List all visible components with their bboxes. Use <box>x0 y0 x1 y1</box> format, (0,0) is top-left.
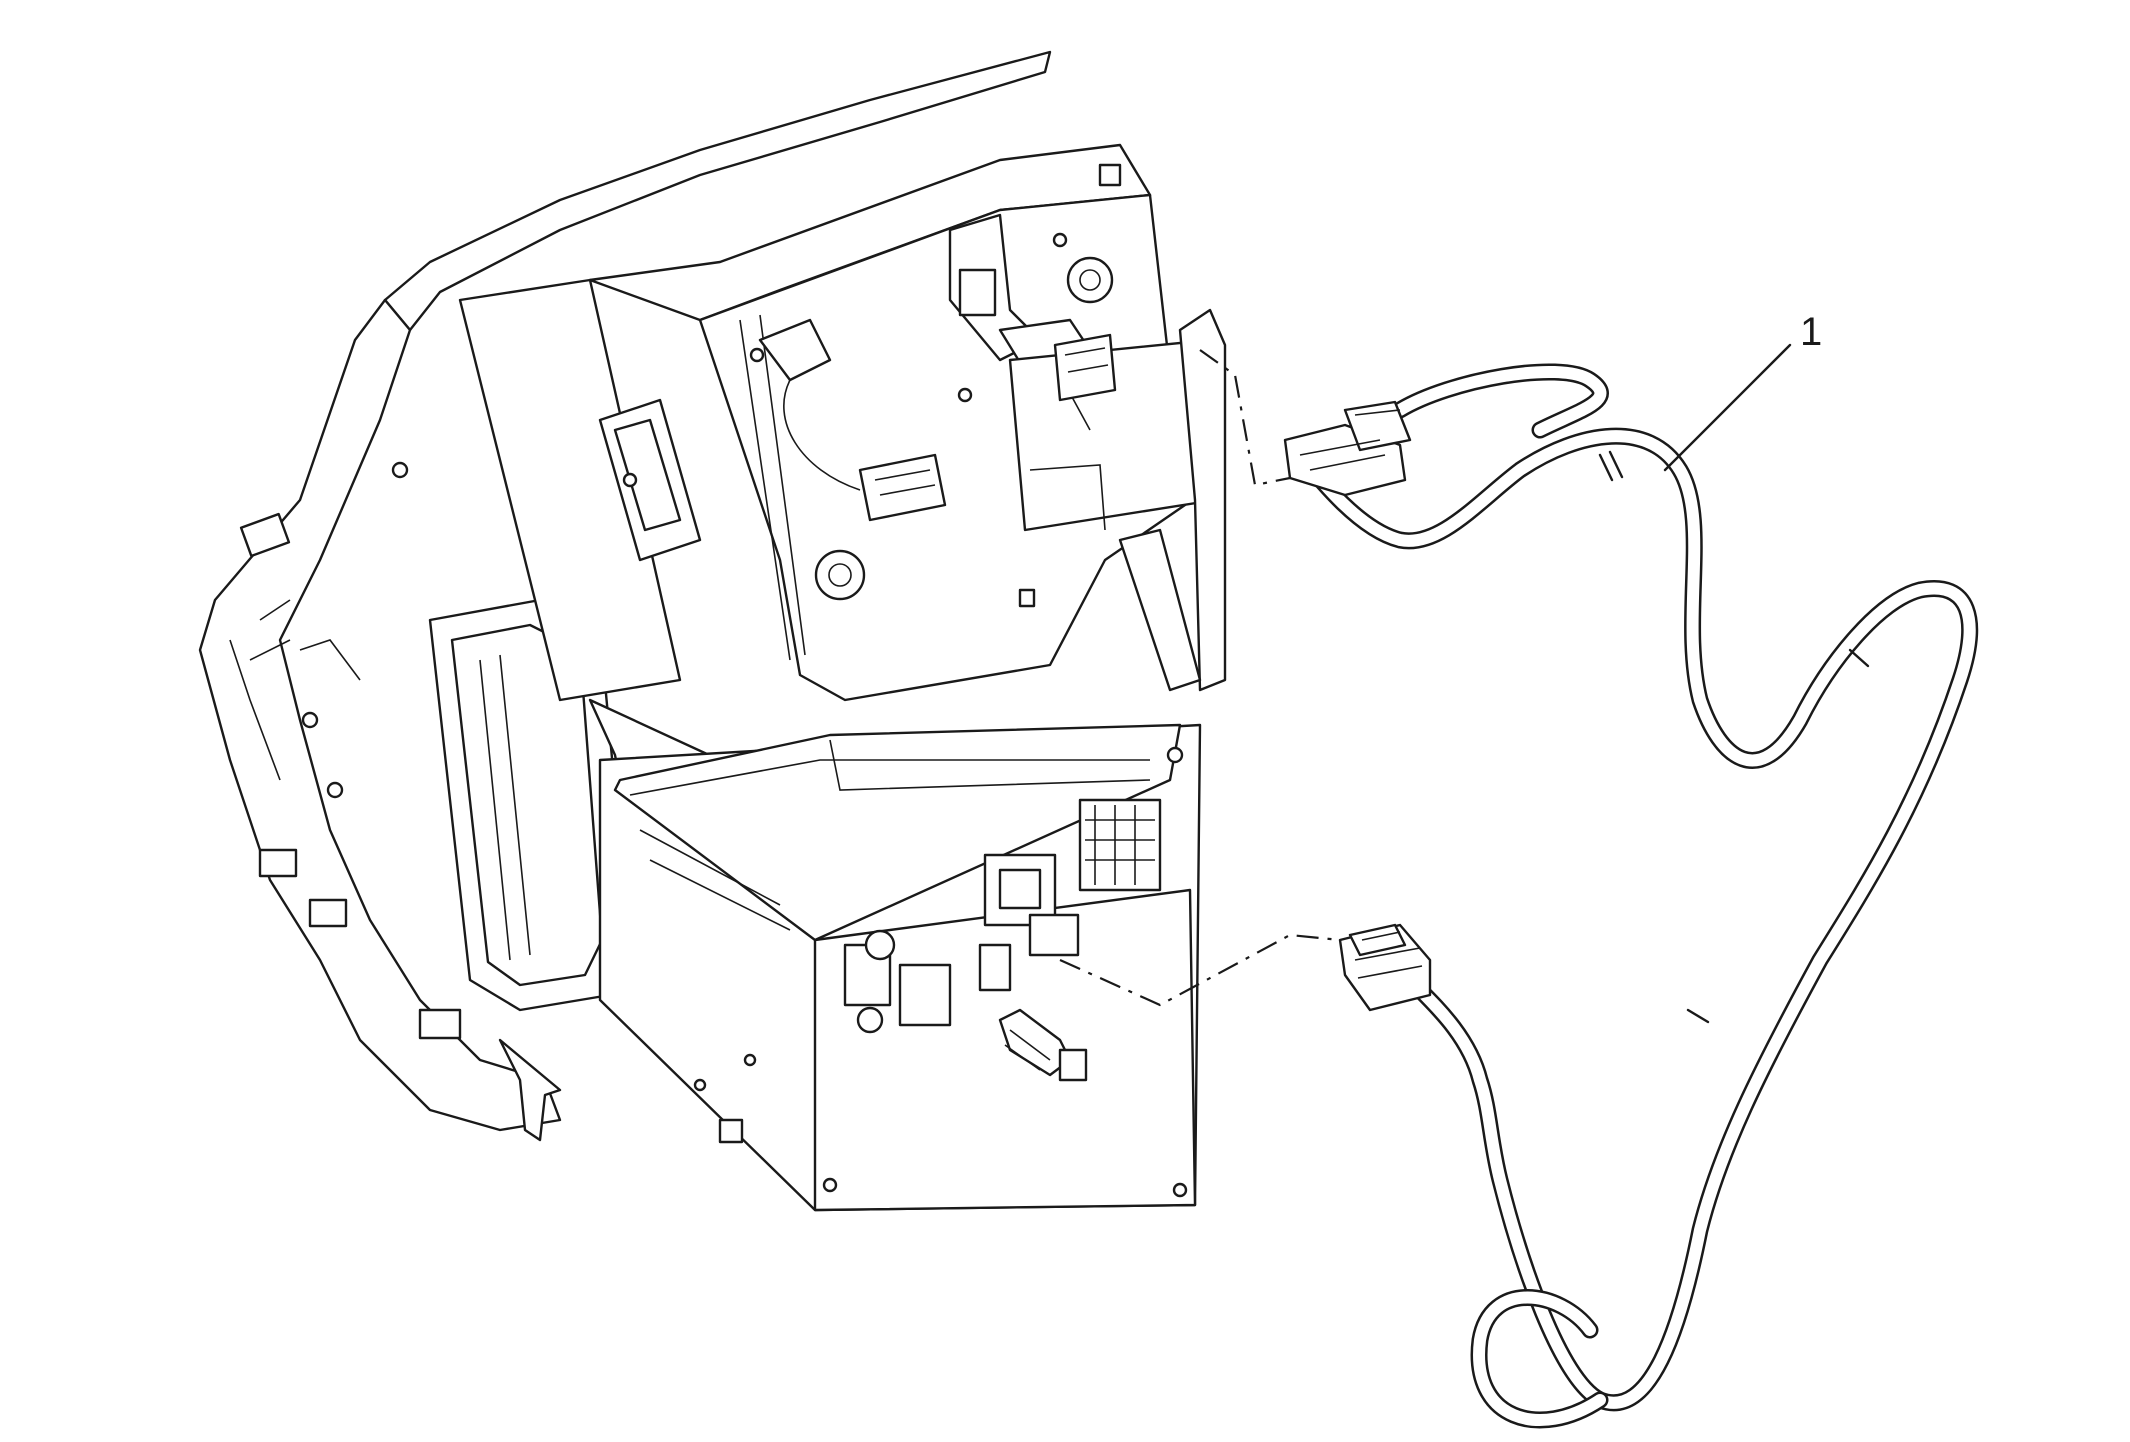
side-handle <box>428 598 632 1012</box>
callout-leader-line <box>1663 343 1792 472</box>
upper-cable-connector <box>1283 400 1412 497</box>
callout-label: 1 <box>1800 310 1822 354</box>
bezel-frame <box>198 50 1052 1142</box>
rear-connector-panel <box>843 798 1162 1082</box>
cable-harness <box>1291 363 1979 1429</box>
callout-1: 1 <box>1663 310 1822 472</box>
display-module <box>458 143 1227 702</box>
lower-cable-connector <box>1338 923 1432 1012</box>
module-connector <box>1053 333 1117 402</box>
connection-leaders <box>1059 349 1341 1007</box>
chassis-body <box>588 698 1202 1212</box>
